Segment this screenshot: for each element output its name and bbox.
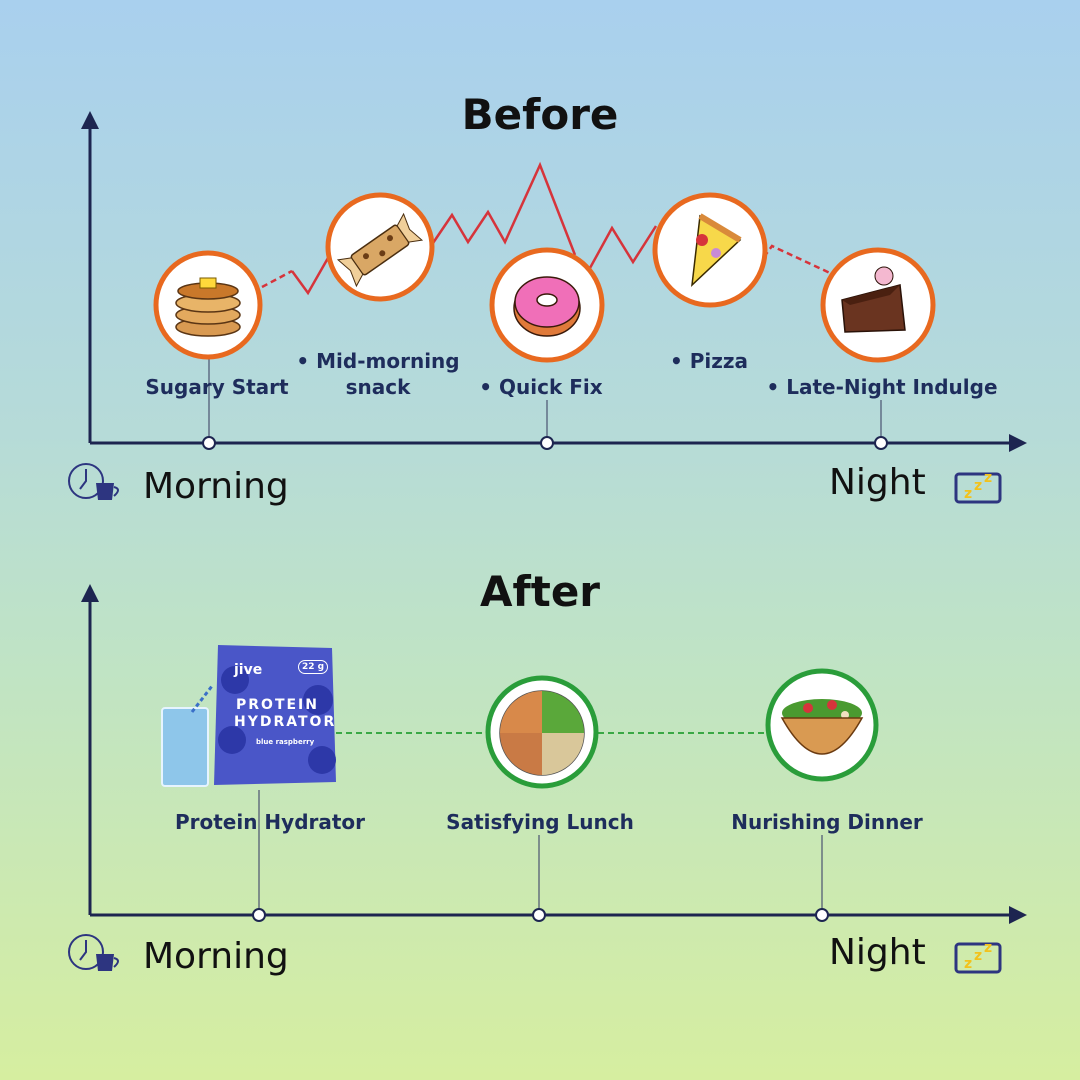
tick-marker [540,436,554,450]
before-item-label: • Pizza [669,349,749,373]
tick-marker [874,436,888,450]
before-item-label: • Late-Night Indulge [766,375,998,399]
morning-clock-coffee-icon [68,463,119,500]
pizza-icon [652,192,768,308]
after-title: After [479,567,601,616]
svg-text:z: z [964,956,972,972]
morning-clock-coffee-icon [68,934,119,971]
after-item-label: Protein Hydrator [174,810,366,834]
tick-marker [532,908,546,922]
before-morning-label: Morning [143,466,289,507]
svg-text:z: z [974,478,982,494]
cake-icon [820,247,936,363]
after-night-label: Night [829,932,926,973]
before-item-label: Sugary Start [145,375,289,399]
donut-icon [489,247,605,363]
tick-marker [815,908,829,922]
svg-text:z: z [974,948,982,964]
product-brand: jive [234,662,263,678]
tick-marker [252,908,266,922]
product-name-line1: PROTEIN [236,697,319,713]
after-item-label: Nurishing Dinner [731,810,923,834]
lunch-plate-icon [485,675,599,789]
product-badge: 22 g [298,660,329,674]
pancakes-icon [153,250,263,360]
protein-hydrator-product-icon [161,645,336,787]
before-axes [81,111,1027,452]
tick-marker [202,436,216,450]
svg-text:z: z [984,470,992,486]
night-pillow-zzz-icon: z z z [954,940,1002,974]
snack-bar-icon [325,192,435,302]
before-night-label: Night [829,462,926,503]
after-morning-label: Morning [143,936,289,977]
before-item-label: • Quick Fix [479,375,603,399]
product-name-line2: HYDRATOR [234,714,337,730]
salad-bowl-icon [765,668,879,782]
night-pillow-zzz-icon: z z z [954,470,1002,504]
svg-text:z: z [984,940,992,956]
svg-text:z: z [964,486,972,502]
before-title: Before [461,90,619,139]
after-item-label: Satisfying Lunch [446,810,634,834]
product-flavor: blue raspberry [256,738,315,746]
after-axes [81,584,1027,924]
